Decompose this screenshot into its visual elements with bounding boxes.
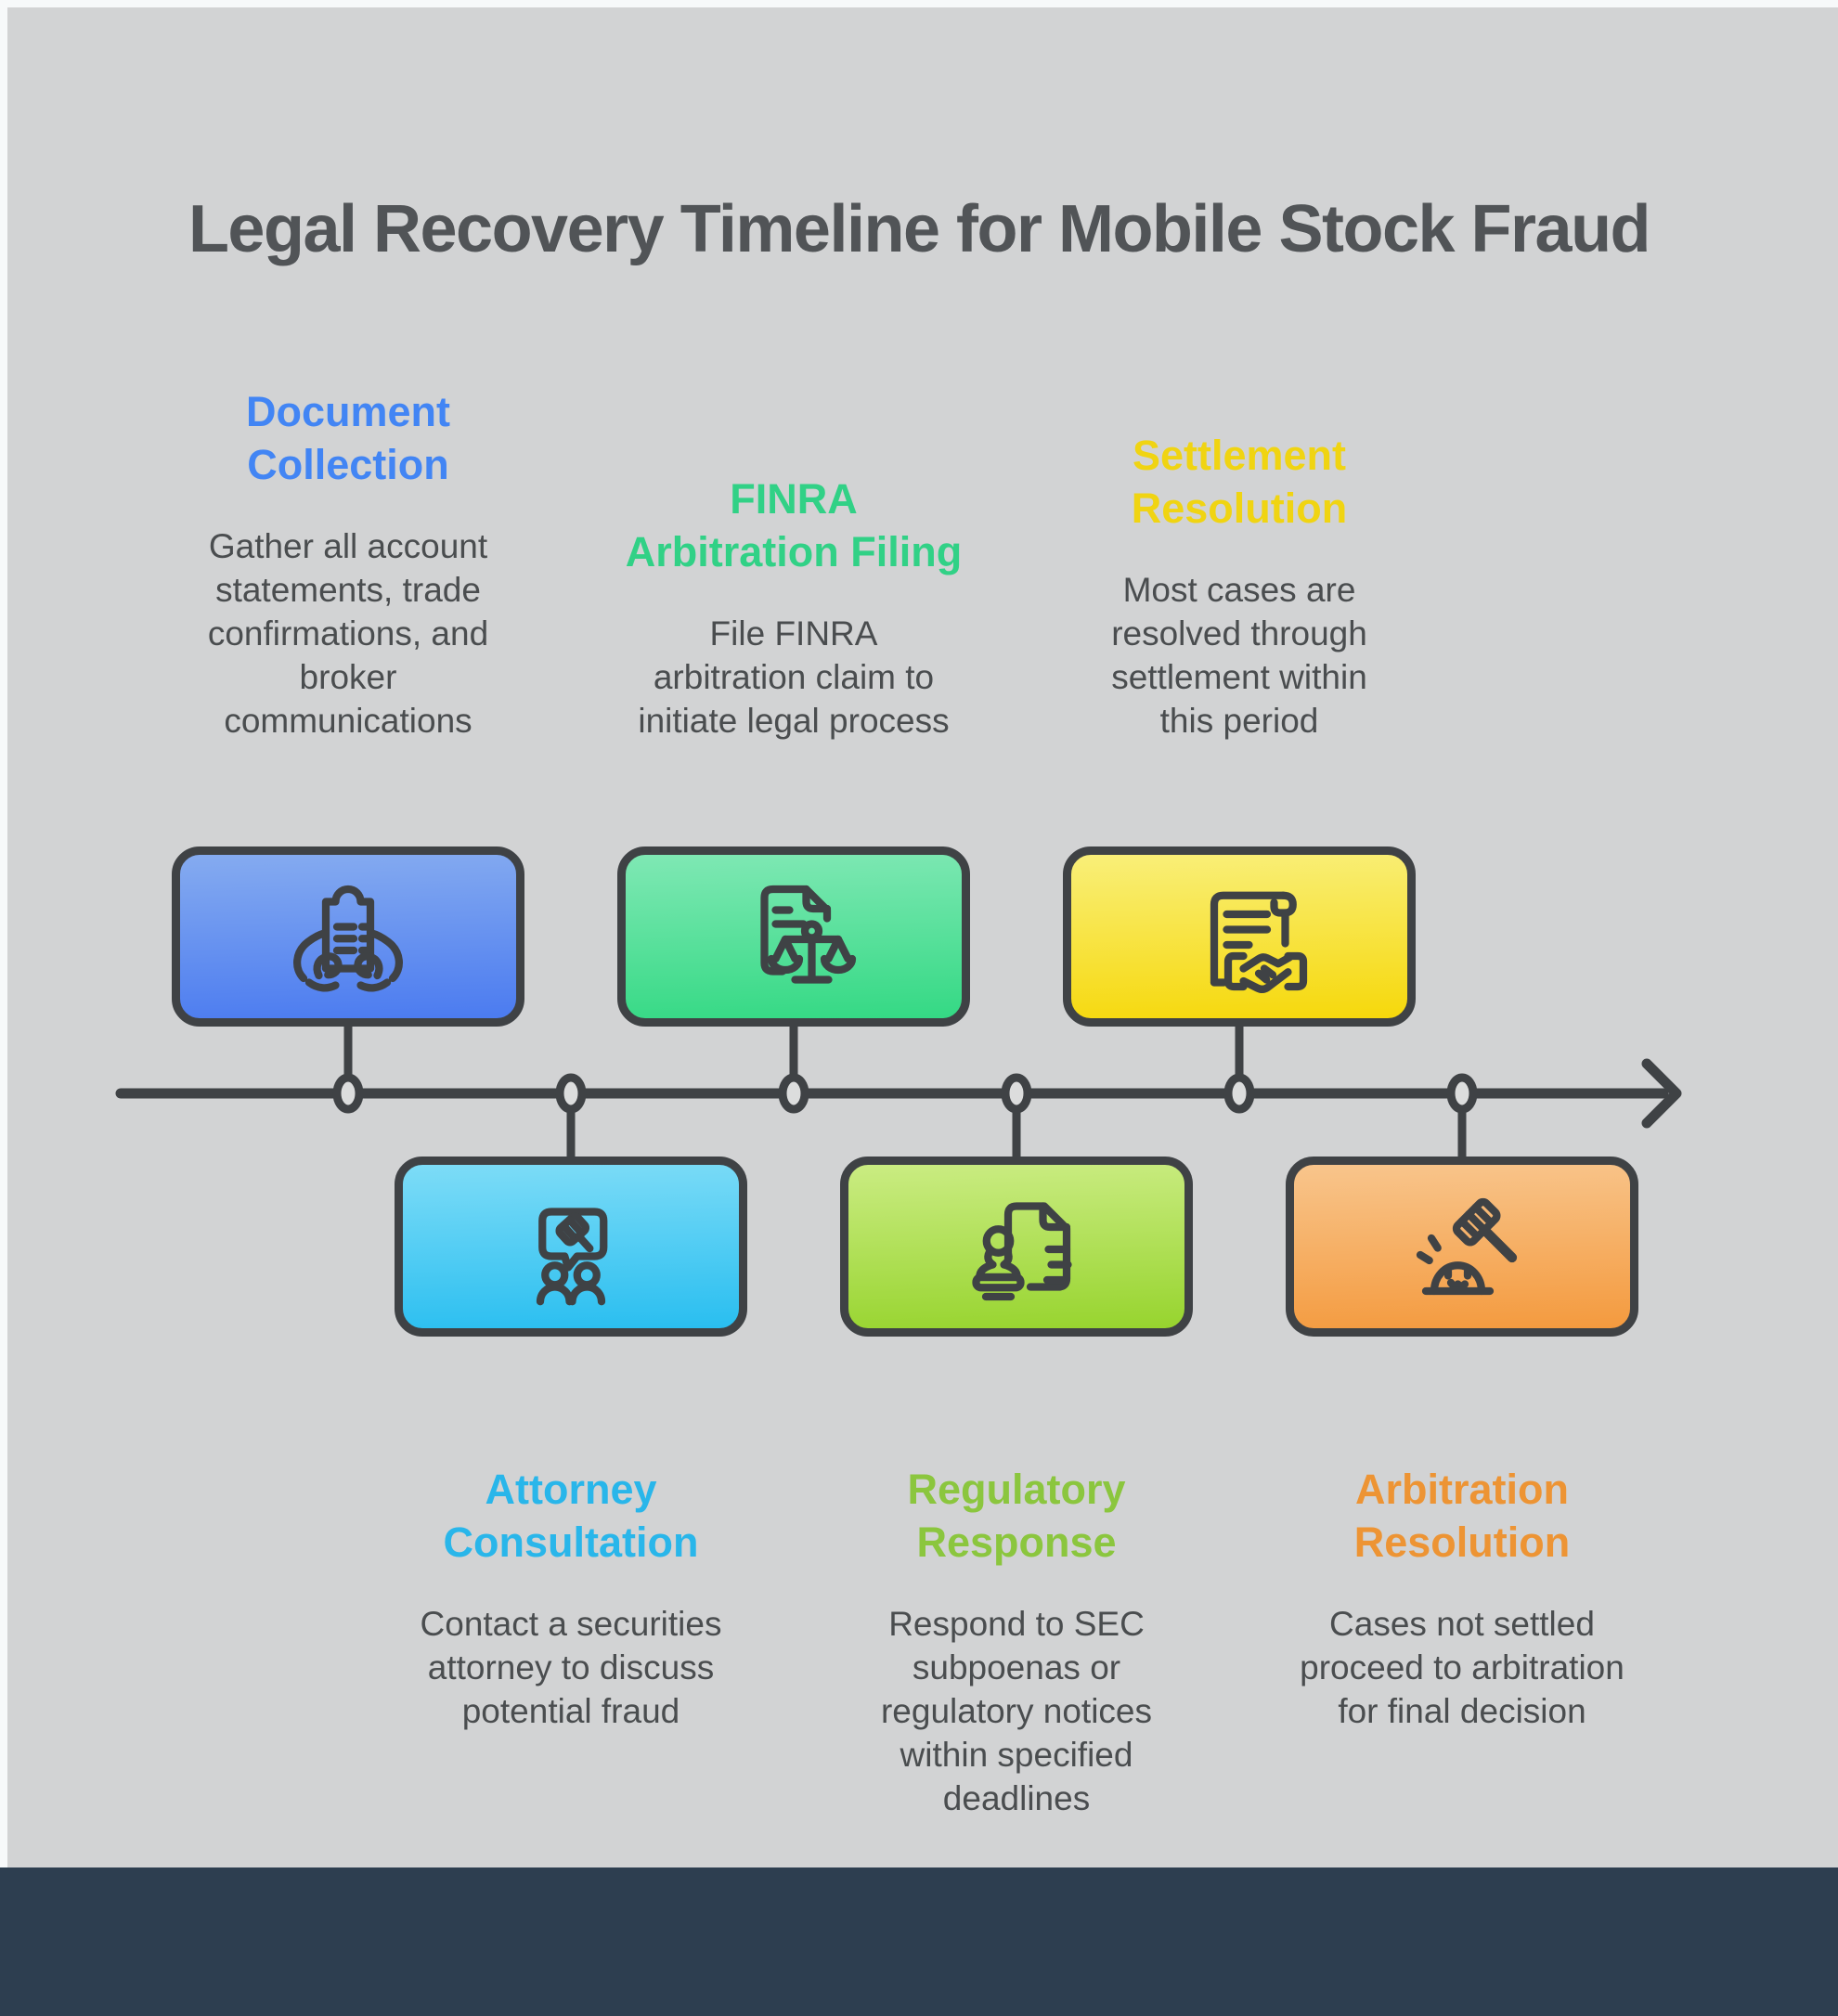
stage-heading: Attorney Consultation xyxy=(444,1463,699,1569)
heading-line: FINRA xyxy=(730,475,858,523)
timeline xyxy=(115,1018,1682,1165)
heading-line: Resolution xyxy=(1131,485,1348,532)
document-approval-stamp-icon xyxy=(972,1202,1072,1301)
hands-holding-clipboard-icon xyxy=(293,885,403,992)
stage-box-document-collection xyxy=(172,846,524,1027)
stage-heading: Regulatory Response xyxy=(907,1463,1125,1569)
timeline-node xyxy=(1223,1073,1255,1114)
stage-box-regulatory-response xyxy=(840,1157,1193,1337)
timeline-node xyxy=(332,1073,364,1114)
stage-description: Respond to SEC subpoenas or regulatory n… xyxy=(880,1605,1153,1817)
footer-bar xyxy=(0,1867,1838,2016)
stage-heading: Arbitration Resolution xyxy=(1354,1463,1571,1569)
heading-line: Attorney xyxy=(485,1466,657,1513)
timeline-arrow xyxy=(1641,1058,1682,1129)
timeline-node xyxy=(1446,1073,1478,1114)
gavel-strike-icon xyxy=(1416,1197,1518,1296)
timeline-connectors xyxy=(343,1018,1467,1165)
heading-line: Regulatory xyxy=(907,1466,1126,1513)
document-scales-icon xyxy=(760,885,857,984)
heading-line: Consultation xyxy=(443,1518,699,1566)
stage-description: Most cases are resolved through settleme… xyxy=(1111,571,1367,740)
stage-description: File FINRA arbitration claim to initiate… xyxy=(638,614,950,740)
stage-heading: FINRA Arbitration Filing xyxy=(626,472,962,578)
heading-line: Arbitration Filing xyxy=(625,528,963,575)
stage-text-document-collection: Document Collection Gather all account s… xyxy=(125,353,571,743)
stage-box-settlement-resolution xyxy=(1063,846,1416,1027)
stage-heading: Settlement Resolution xyxy=(1132,429,1348,535)
heading-line: Arbitration xyxy=(1355,1466,1569,1513)
timeline-nodes xyxy=(332,1073,1478,1114)
heading-line: Response xyxy=(916,1518,1117,1566)
heading-line: Resolution xyxy=(1353,1518,1571,1566)
stage-box-arbitration-resolution xyxy=(1286,1157,1638,1337)
stage-text-finra-arbitration-filing: FINRA Arbitration Filing File FINRA arbi… xyxy=(571,353,1016,743)
stage-description: Cases not settled proceed to arbitration… xyxy=(1300,1605,1624,1730)
page-title: Legal Recovery Timeline for Mobile Stock… xyxy=(188,192,1651,266)
stage-text-regulatory-response: Regulatory Response Respond to SEC subpo… xyxy=(794,1463,1239,1820)
stage-description: Contact a securities attorney to discuss… xyxy=(420,1605,722,1730)
heading-line: Document xyxy=(245,388,450,435)
timeline-node xyxy=(555,1073,587,1114)
timeline-node xyxy=(778,1073,809,1114)
timeline-node xyxy=(1001,1073,1032,1114)
stage-text-attorney-consultation: Attorney Consultation Contact a securiti… xyxy=(348,1463,794,1733)
stage-box-finra-arbitration-filing xyxy=(617,846,970,1027)
consultation-gavel-speech-icon xyxy=(536,1208,608,1306)
scroll-handshake-icon xyxy=(1210,891,1308,993)
stage-text-settlement-resolution: Settlement Resolution Most cases are res… xyxy=(1016,353,1462,743)
stage-heading: Document Collection xyxy=(246,385,450,491)
heading-line: Settlement xyxy=(1132,432,1347,479)
stage-box-attorney-consultation xyxy=(395,1157,747,1337)
heading-line: Collection xyxy=(247,441,449,488)
stage-text-arbitration-resolution: Arbitration Resolution Cases not settled… xyxy=(1239,1463,1685,1733)
stage-description: Gather all account statements, trade con… xyxy=(207,527,489,740)
